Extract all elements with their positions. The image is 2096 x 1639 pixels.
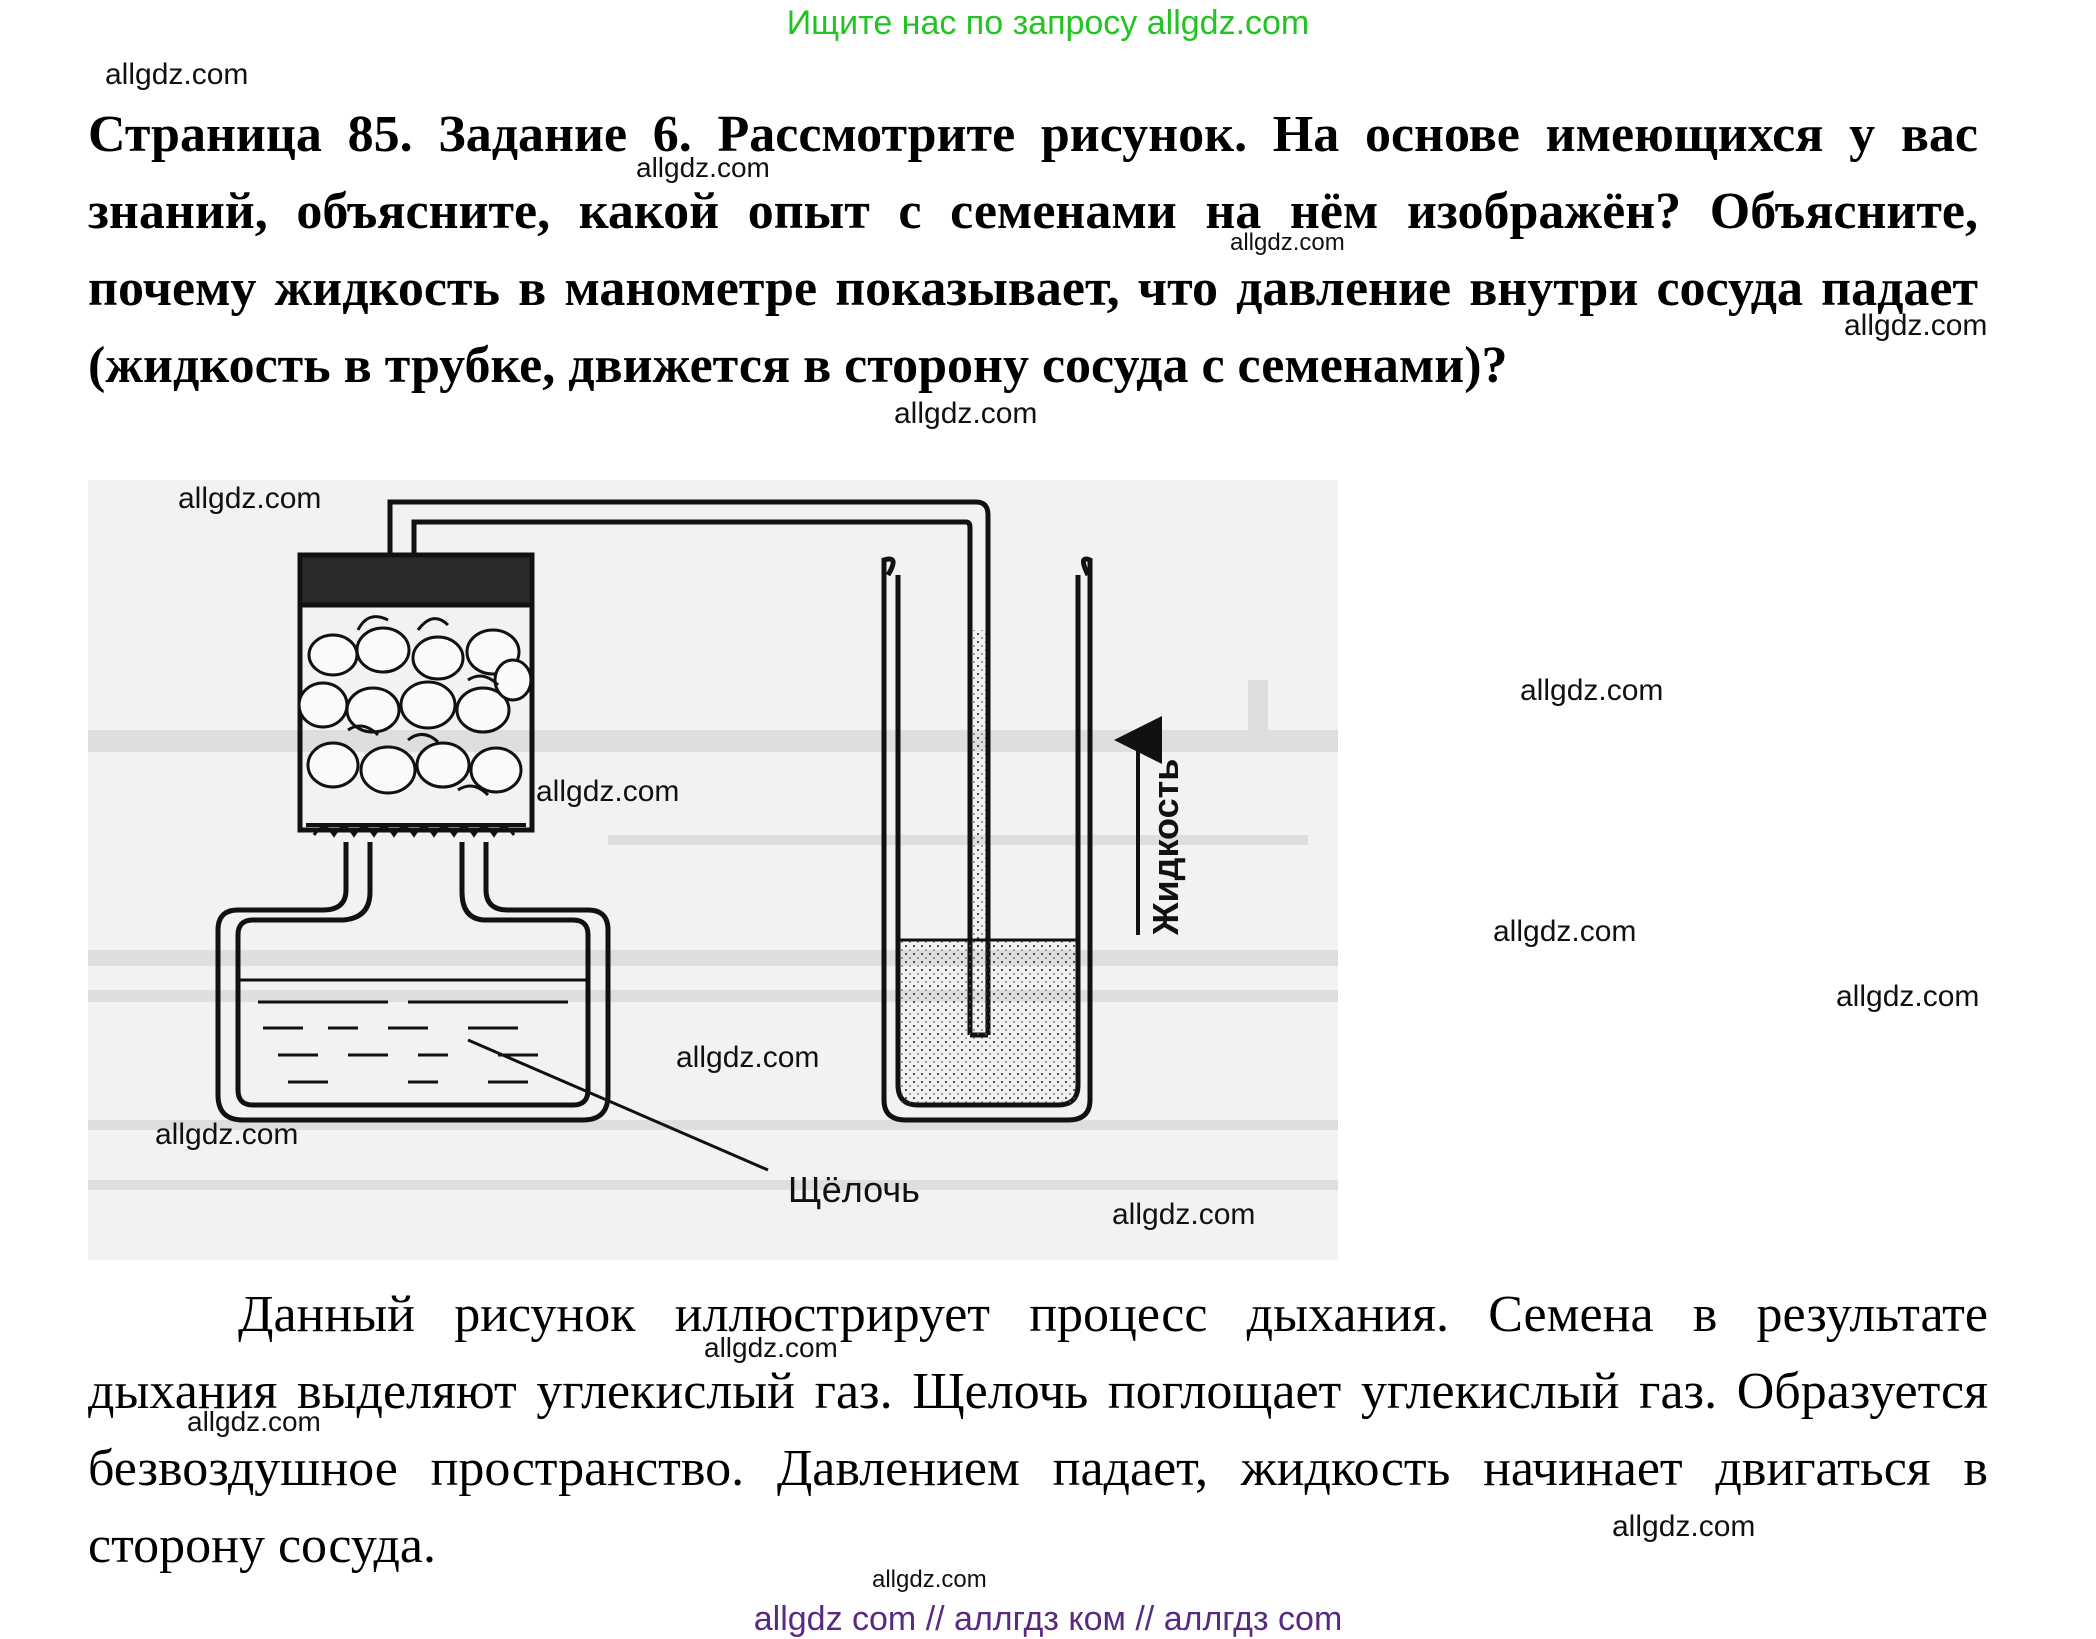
footer-links[interactable]: allgdz com // аллгдз ком // аллгдз com	[753, 1600, 1343, 1638]
manometer-vessel	[881, 556, 1093, 1123]
manometer-liquid	[900, 940, 1076, 1103]
watermark: allgdz.com	[178, 482, 322, 515]
watermark: allgdz.com	[187, 1406, 321, 1437]
answer-paragraph: Данный рисунок иллюстрирует процесс дыха…	[88, 1286, 1988, 1574]
watermark: allgdz.com	[676, 1041, 820, 1074]
experiment-diagram: Щёлочь Жидкость	[88, 499, 1338, 1210]
watermark: allgdz.com	[1112, 1198, 1256, 1231]
watermark: allgdz.com	[105, 58, 249, 91]
alkali-liquid	[240, 978, 586, 1084]
watermark: allgdz.com	[1493, 915, 1637, 948]
watermark: allgdz.com	[1520, 674, 1664, 707]
watermark: allgdz.com	[536, 775, 680, 808]
manometer-tube-liquid	[972, 630, 986, 1030]
seeds	[297, 615, 533, 797]
label-liquid: Жидкость	[1145, 759, 1186, 936]
watermark: allgdz.com	[1230, 229, 1345, 256]
answer-text: Данный рисунок иллюстрирует процесс дыха…	[88, 1276, 1988, 1584]
watermark: allgdz.com	[704, 1332, 838, 1363]
top-banner[interactable]: Ищите нас по запросу allgdz.com	[786, 4, 1310, 42]
experiment-figure: Щёлочь Жидкость	[88, 480, 1338, 1260]
watermark: allgdz.com	[1844, 309, 1988, 342]
watermark: allgdz.com	[1836, 980, 1980, 1013]
watermark: allgdz.com	[894, 397, 1038, 430]
watermark: allgdz.com	[155, 1118, 299, 1151]
watermark: allgdz.com	[1612, 1510, 1756, 1543]
task-text: Страница 85. Задание 6. Рассмотрите рису…	[88, 106, 1978, 394]
watermark: allgdz.com	[872, 1566, 987, 1593]
label-alkali: Щёлочь	[788, 1169, 920, 1210]
watermark: allgdz.com	[636, 152, 770, 183]
alkali-flask	[215, 842, 611, 1123]
alkali-leader-line	[467, 1038, 769, 1172]
seed-jar	[297, 552, 535, 838]
